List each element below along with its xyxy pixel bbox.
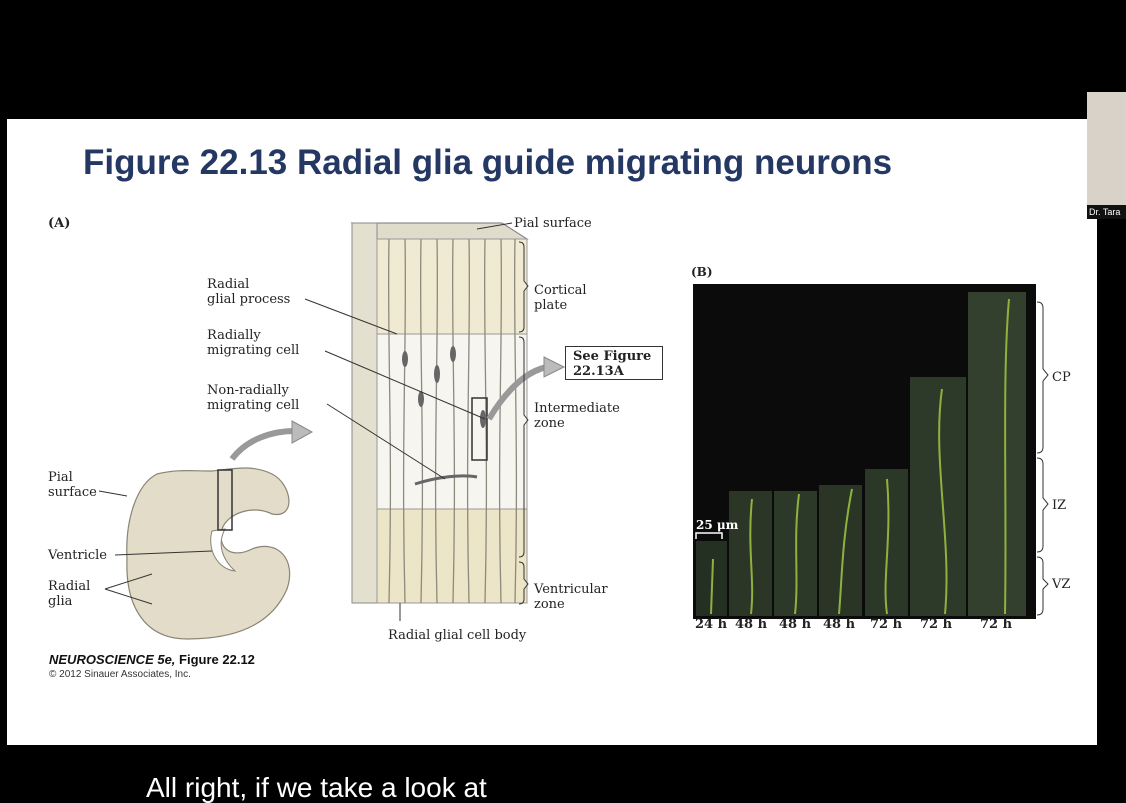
time-label: 48 h	[823, 617, 856, 632]
zone-label-cp: CP	[1052, 370, 1071, 385]
time-label: 48 h	[735, 617, 768, 632]
see-figure-box: See Figure 22.13A	[565, 346, 663, 380]
copyright-text: © 2012 Sinauer Associates, Inc.	[49, 669, 191, 680]
time-label: 48 h	[779, 617, 812, 632]
label-radial-glial-process: Radial glial process	[207, 277, 291, 307]
presentation-slide: Figure 22.13 Radial glia guide migrating…	[7, 119, 1097, 745]
label-ventricle: Ventricle	[48, 548, 107, 563]
figure-illustration	[98, 222, 1049, 640]
cortical-column-illustration	[304, 222, 566, 621]
zone-label-iz: IZ	[1052, 498, 1067, 513]
brain-section-illustration	[98, 420, 314, 640]
label-non-radially-migrating-cell: Non-radially migrating cell	[207, 383, 300, 413]
time-label: 24 h	[695, 617, 728, 632]
panel-a-label: (A)	[48, 216, 71, 231]
credit-figure: Figure 22.12	[175, 652, 255, 667]
label-cortical-plate: Cortical plate	[534, 283, 587, 313]
label-pial-surface-left: Pial surface	[48, 470, 97, 500]
credit-line: NEUROSCIENCE 5e, Figure 22.12	[49, 652, 255, 667]
participant-name: Dr. Tara	[1087, 205, 1126, 219]
label-radially-migrating-cell: Radially migrating cell	[207, 328, 300, 358]
scale-bar-label: 25 μm	[696, 518, 739, 532]
participant-video-tile[interactable]: Dr. Tara	[1087, 92, 1126, 219]
slide-title: Figure 22.13 Radial glia guide migrating…	[83, 143, 893, 182]
label-intermediate-zone: Intermediate zone	[534, 401, 620, 431]
label-ventricular-zone: Ventricular zone	[534, 582, 608, 612]
micrograph-image	[693, 284, 1049, 619]
live-caption: All right, if we take a look at	[146, 772, 487, 803]
panel-b-label: (B)	[691, 265, 713, 279]
label-radial-glia: Radial glia	[48, 579, 91, 609]
zone-label-vz: VZ	[1052, 577, 1071, 592]
label-radial-glial-cell-body: Radial glial cell body	[388, 628, 527, 643]
time-label: 72 h	[920, 617, 953, 632]
credit-book: NEUROSCIENCE 5e,	[49, 652, 176, 667]
time-label: 72 h	[870, 617, 903, 632]
time-label: 72 h	[980, 617, 1013, 632]
label-pial-surface-top: Pial surface	[514, 216, 592, 231]
